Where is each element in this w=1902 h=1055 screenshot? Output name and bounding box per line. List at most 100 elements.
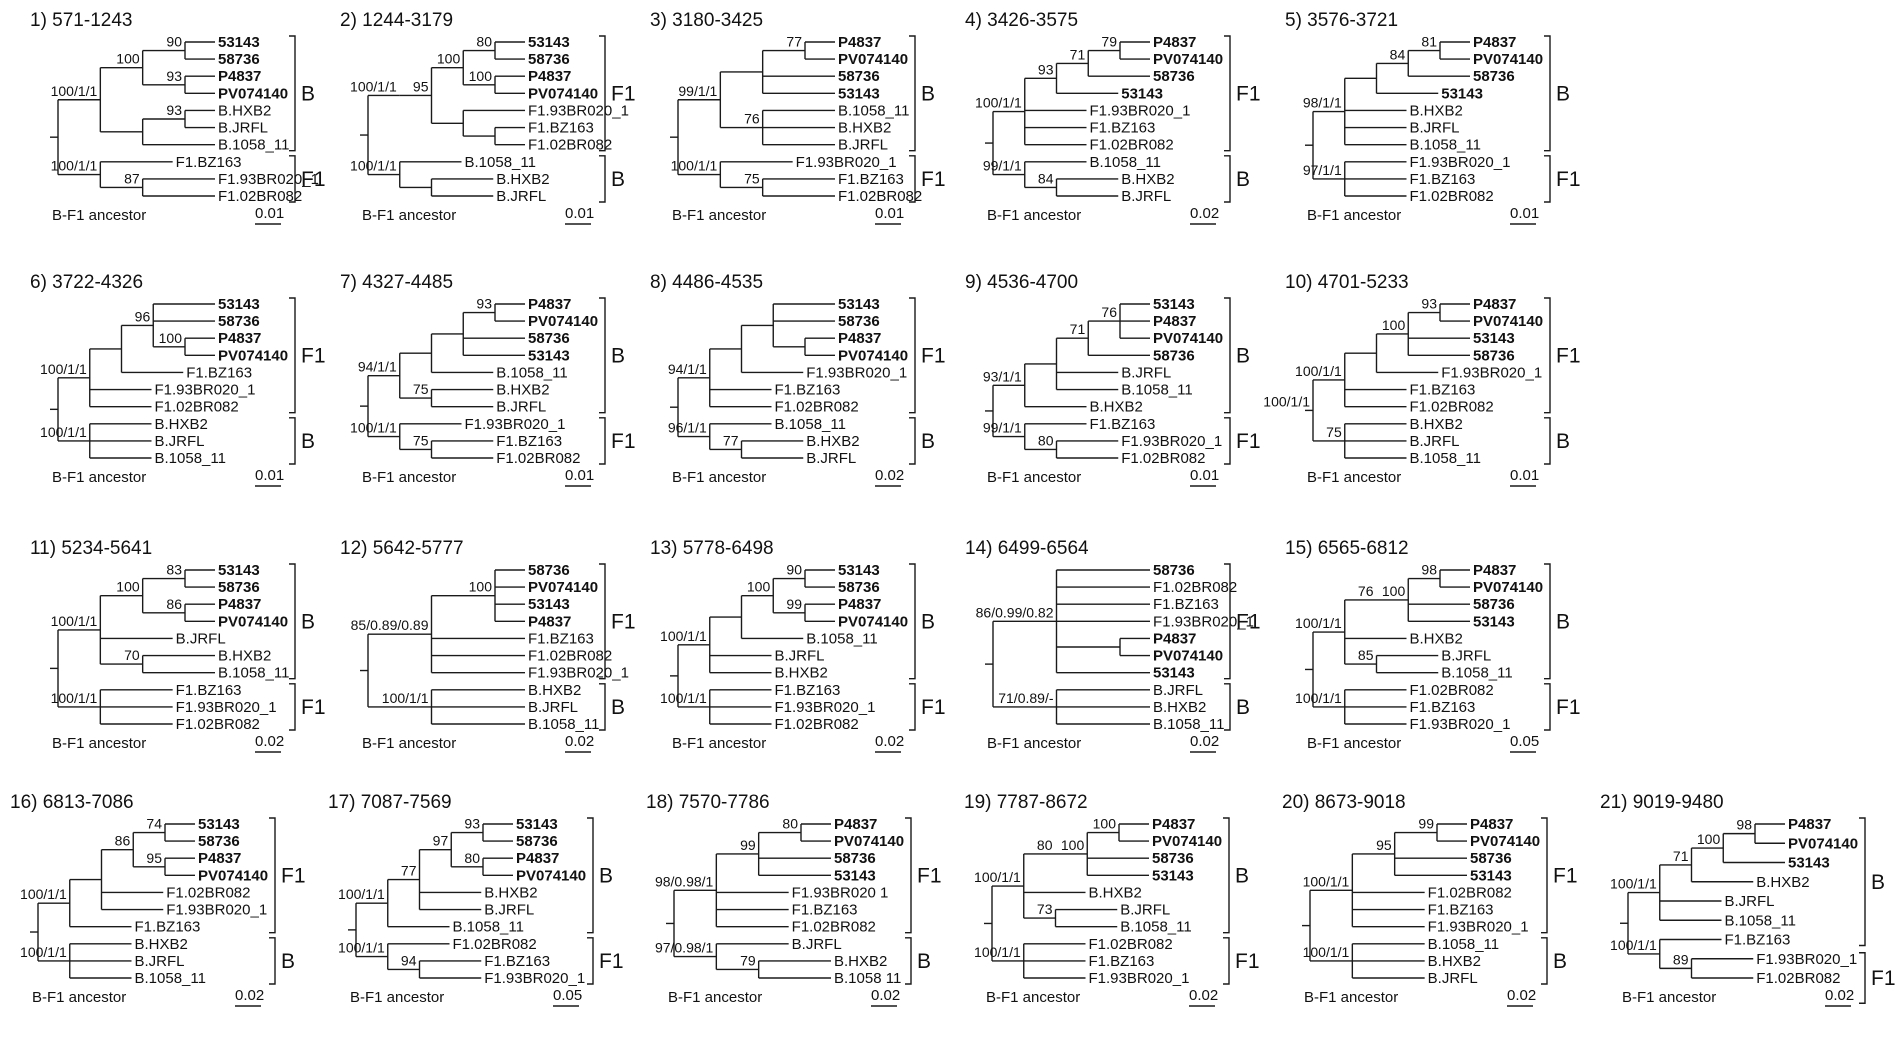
clade-bracket — [599, 155, 606, 203]
taxon-label: B.HXB2 — [806, 433, 859, 450]
taxon-label: 53143 — [198, 816, 240, 833]
panel-title: 10) 4701-5233 — [1285, 272, 1409, 293]
tree-panel-7: 7) 4327-4485937594/1/175100/1/1P4837PV07… — [340, 272, 636, 487]
taxon-label: B.HXB2 — [1756, 874, 1809, 891]
clade-bracket — [289, 155, 296, 203]
taxon-label: B.HXB2 — [1410, 630, 1463, 647]
clade-bracket — [599, 563, 606, 680]
clade-label: F1 — [611, 82, 636, 105]
clade-label: B — [1235, 864, 1249, 887]
taxon-label: F1.BZ163 — [176, 154, 242, 171]
taxon-label: B.JRFL — [496, 399, 546, 416]
scale-bar-label: 0.05 — [1510, 733, 1539, 750]
tree-panel-11: 11) 5234-5641838610070100/1/1100/1/15314… — [30, 538, 326, 753]
taxon-label: 53143 — [1441, 85, 1483, 102]
scale-bar-label: 0.05 — [553, 987, 582, 1004]
clade-label: B — [917, 950, 931, 973]
taxon-label: 53143 — [218, 34, 260, 51]
taxon-label: PV074140 — [218, 347, 288, 364]
taxon-label: F1.02BR082 — [176, 716, 260, 733]
taxon-label: P4837 — [218, 68, 261, 85]
taxon-label: F1.02BR082 — [1410, 188, 1494, 205]
taxon-label: B.HXB2 — [1121, 171, 1174, 188]
support-value: 100/1/1 — [1295, 363, 1342, 379]
scale-bar-label: 0.01 — [565, 467, 594, 484]
support-value: 100/1/1 — [1263, 393, 1310, 409]
taxon-label: P4837 — [1153, 34, 1196, 51]
support-value: 76 — [1358, 583, 1374, 599]
tree-panel-5: 5) 3576-3721818498/1/197/1/1P4837PV07414… — [1285, 10, 1581, 225]
support-value: 100/1/1 — [338, 886, 385, 902]
taxon-label: F1.93BR020_1 — [1153, 613, 1254, 630]
clade-label: F1 — [917, 864, 942, 887]
taxon-label: B.JRFL — [155, 433, 205, 450]
taxon-label: F1.02BR082 — [218, 188, 302, 205]
taxon-label: 53143 — [838, 562, 880, 579]
taxon-label: B.HXB2 — [135, 936, 188, 953]
scale-bar-label: 0.02 — [1190, 205, 1219, 222]
support-value: 96 — [135, 308, 151, 324]
taxon-label: B.1058_11 — [1441, 665, 1512, 682]
support-value: 76 — [1101, 304, 1117, 320]
taxon-label: P4837 — [198, 850, 241, 867]
clade-bracket — [1223, 937, 1230, 985]
taxon-label: F1.93BR020_1 — [1428, 919, 1529, 936]
panel-title: 12) 5642-5777 — [340, 538, 464, 559]
taxon-label: PV074140 — [1473, 313, 1543, 330]
taxon-label: B.HXB2 — [1089, 884, 1142, 901]
taxon-label: F1.93BR020 1 — [792, 884, 889, 901]
clade-label: B — [611, 696, 625, 719]
root-label: B-F1 ancestor — [350, 989, 444, 1006]
taxon-label: B.HXB2 — [775, 665, 828, 682]
clade-label: F1 — [1556, 696, 1581, 719]
taxon-label: F1.93BR020_1 — [1441, 364, 1542, 381]
taxon-label: F1.BZ163 — [1090, 120, 1156, 137]
support-value: 100 — [1093, 816, 1117, 832]
taxon-label: F1.93BR020_1 — [218, 171, 319, 188]
taxon-label: 58736 — [1152, 850, 1194, 867]
clade-bracket — [599, 297, 606, 414]
taxon-label: F1.02BR082 — [775, 399, 859, 416]
taxon-label: F1.93BR020_1 — [1121, 433, 1222, 450]
taxon-label: 58736 — [516, 833, 558, 850]
clade-bracket — [905, 937, 912, 985]
taxon-label: PV074140 — [1473, 579, 1543, 596]
scale-bar-label: 0.01 — [875, 205, 904, 222]
root-label: B-F1 ancestor — [1307, 735, 1401, 752]
taxon-label: 53143 — [528, 596, 570, 613]
clade-label: B — [921, 82, 935, 105]
taxon-label: PV074140 — [838, 51, 908, 68]
root-label: B-F1 ancestor — [987, 469, 1081, 486]
tree-panel-6: 6) 3722-432610096100/1/1100/1/1531435873… — [30, 272, 326, 487]
clade-label: F1 — [1556, 344, 1581, 367]
panel-title: 3) 3180-3425 — [650, 10, 763, 31]
taxon-label: F1.BZ163 — [176, 682, 242, 699]
taxon-label: F1.BZ163 — [484, 953, 550, 970]
taxon-label: 58736 — [218, 579, 260, 596]
taxon-label: B.HXB2 — [218, 648, 271, 665]
clade-bracket — [909, 155, 916, 203]
support-value: 71 — [1070, 46, 1086, 62]
support-value: 93 — [1421, 296, 1437, 312]
taxon-label: B.HXB2 — [1428, 953, 1481, 970]
taxon-label: PV074140 — [516, 867, 586, 884]
taxon-label: 53143 — [528, 34, 570, 51]
clade-bracket — [1224, 417, 1231, 465]
support-value: 100/1/1 — [1610, 937, 1657, 953]
support-value: 79 — [740, 952, 756, 968]
panel-title: 21) 9019-9480 — [1600, 792, 1724, 813]
taxon-label: 58736 — [1153, 68, 1195, 85]
taxon-label: F1.BZ163 — [1090, 416, 1156, 433]
taxon-label: F1.02BR082 — [1153, 579, 1237, 596]
taxon-label: F1.BZ163 — [775, 382, 841, 399]
taxon-label: 53143 — [1153, 296, 1195, 313]
clade-label: B — [301, 610, 315, 633]
panel-title: 2) 1244-3179 — [340, 10, 453, 31]
taxon-label: F1.02BR082 — [792, 919, 876, 936]
taxon-label: F1.02BR082 — [1428, 884, 1512, 901]
support-value: 93 — [166, 102, 182, 118]
panel-title: 19) 7787-8672 — [964, 792, 1088, 813]
taxon-label: P4837 — [218, 330, 261, 347]
support-value: 95 — [413, 78, 429, 94]
taxon-label: B.1058_11 — [1121, 382, 1192, 399]
